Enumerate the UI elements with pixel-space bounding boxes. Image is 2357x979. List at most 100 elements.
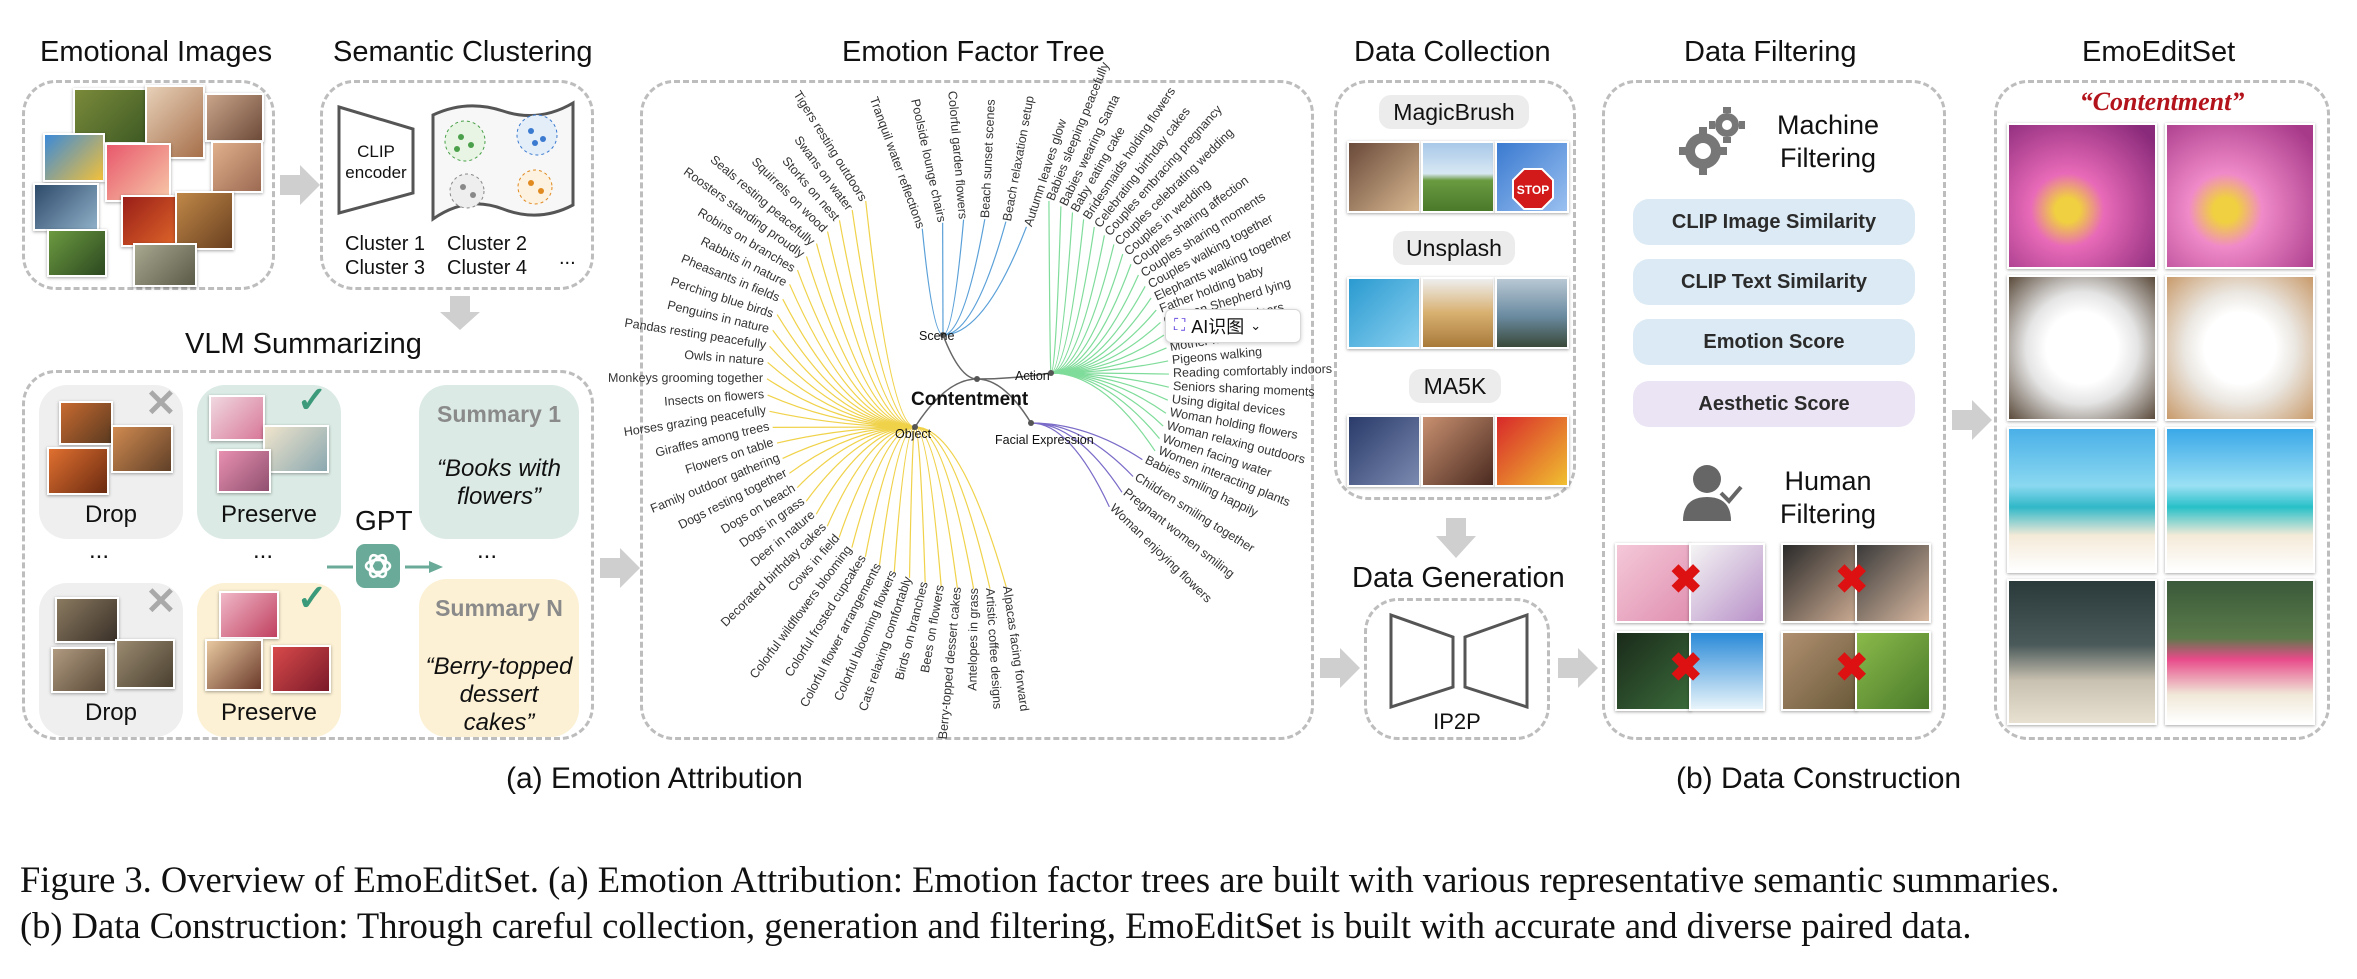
metric-emotion-score: Emotion Score [1633,319,1915,365]
tree-edge [942,219,986,336]
subcaption-a: (a) Emotion Attribution [506,762,803,795]
ai-recognize-widget[interactable]: ⛶ AI识图 ⌄ [1165,309,1301,343]
tree-branch-facial: Facial Expression [995,433,1094,447]
preserve-tile: ✓ Preserve [197,577,341,737]
arrow-right-icon [1558,648,1598,688]
emotion-photo [43,133,105,182]
emotional-images-title: Emotional Images [40,36,273,68]
rejected-source-photo [1781,543,1857,623]
tree-edge [914,426,942,586]
tree-edge [1030,422,1110,508]
summary-n-title: Summary N [435,595,563,621]
preserved-photo [217,449,271,493]
metric-aesthetic-score: Aesthetic Score [1633,381,1915,427]
tree-branches-graphic [766,200,1169,590]
dropped-photo [55,597,119,643]
tree-edge [914,426,958,589]
arrow-right-icon [1320,648,1360,688]
ip2p-label: IP2P [1433,709,1481,734]
drop-label: Drop [84,501,138,528]
tree-node [1028,420,1034,426]
vlm-summarizing-title: VLM Summarizing [185,328,422,360]
tree-node [1048,370,1054,376]
data-generation-title: Data Generation [1352,562,1565,594]
tree-edge [914,426,991,589]
tree-branch-action: Action [1015,369,1050,383]
subcaption-b: (b) Data Construction [1676,762,1962,795]
summary-1-title: Summary 1 [436,401,561,427]
tree-edge [838,220,916,428]
rejected-edit-photo [1689,631,1765,711]
ma5k-photo [1347,415,1421,487]
edited-image-book [2165,579,2315,725]
semantic-clustering-panel: CLIP encoder Cluster 1 Cluster 2 Cluster… [320,80,594,290]
data-generation-panel: IP2P [1364,598,1550,740]
gears-icon [1679,107,1745,175]
source-ma5k: MA5K [1409,369,1501,403]
preserve-check-icon: ✓ [297,379,328,420]
arrow-down-icon [440,296,480,330]
tree-branch-scene: Scene [919,329,955,343]
tree-edge [805,256,916,428]
tree-leaf-label: Monkeys grooming together [608,370,764,385]
gpt-logo-icon [356,544,400,588]
tree-edge [1050,372,1156,452]
drop-tile: ✕ Drop [39,581,183,737]
arrow-right-icon [600,548,640,588]
machine-filtering-label: Machine Filtering [1776,110,1880,173]
summary-1-text: “Books with flowers” [436,455,562,510]
emotion-photo [105,143,171,202]
cluster-label: Cluster 3 [345,257,426,279]
emotion-photo [47,229,107,277]
tree-branch-object: Object [895,427,932,441]
summary-n-text: “Berry-topped dessert cakes” [425,653,573,736]
cluster-ellipsis: ... [559,247,576,269]
preserved-photo [271,645,331,693]
arrow-right-icon [280,165,320,205]
tree-node [912,424,918,430]
tree-edge [838,426,916,538]
rejected-edit-photo [1855,543,1931,623]
tree-edge [1050,219,1085,374]
tree-edge [914,378,978,428]
gpt-label: GPT [355,505,413,536]
summary-n-card: Summary N “Berry-topped dessert cakes” [419,579,579,737]
tree-edge [976,378,1032,424]
clip-encoder-icon [337,105,415,215]
drop-x-icon: ✕ [145,383,177,425]
magicbrush-photo [1347,141,1421,213]
dropped-photo [111,425,173,473]
unsplash-photo [1421,277,1495,349]
ma5k-photo [1421,415,1495,487]
ip2p-model-icon [1389,613,1529,709]
emotion-photo [205,93,264,142]
chevron-down-icon: ⌄ [1250,318,1262,333]
tree-leaf-label: Owls in nature [683,348,765,369]
emotion-photo [211,141,263,193]
semantic-clustering-title: Semantic Clustering [333,36,593,68]
vlm-ellipsis: ... [477,537,498,564]
vlm-ellipsis: ... [89,537,110,564]
tree-edge [942,221,1007,336]
source-image-book [2007,579,2157,725]
figure-caption-line-2: (b) Data Construction: Through careful c… [20,905,1972,946]
arrow-down-icon [1436,518,1476,558]
cluster-map-icon [431,100,575,222]
gpt-arrow-icon [327,561,443,573]
tree-edge [815,243,916,428]
data-collection-panel: MagicBrush STOP Unsplash MA5K [1334,80,1576,500]
emotional-images-panel [22,80,275,290]
stop-sign-text: STOP [1517,183,1549,197]
tree-edge [1050,244,1115,374]
emotion-photo [33,183,99,231]
summary-1-card: Summary 1 “Books with flowers” [419,385,579,539]
tree-edge [851,210,916,428]
tree-edge [914,426,975,590]
tree-edge [976,372,1052,380]
rejected-edit-photo [1855,631,1931,711]
clip-encoder-label: CLIP encoder [345,142,407,182]
vlm-ellipsis: ... [253,537,274,564]
preserve-label: Preserve [220,501,318,528]
tree-edge [851,426,916,548]
preserved-photo [263,425,329,473]
